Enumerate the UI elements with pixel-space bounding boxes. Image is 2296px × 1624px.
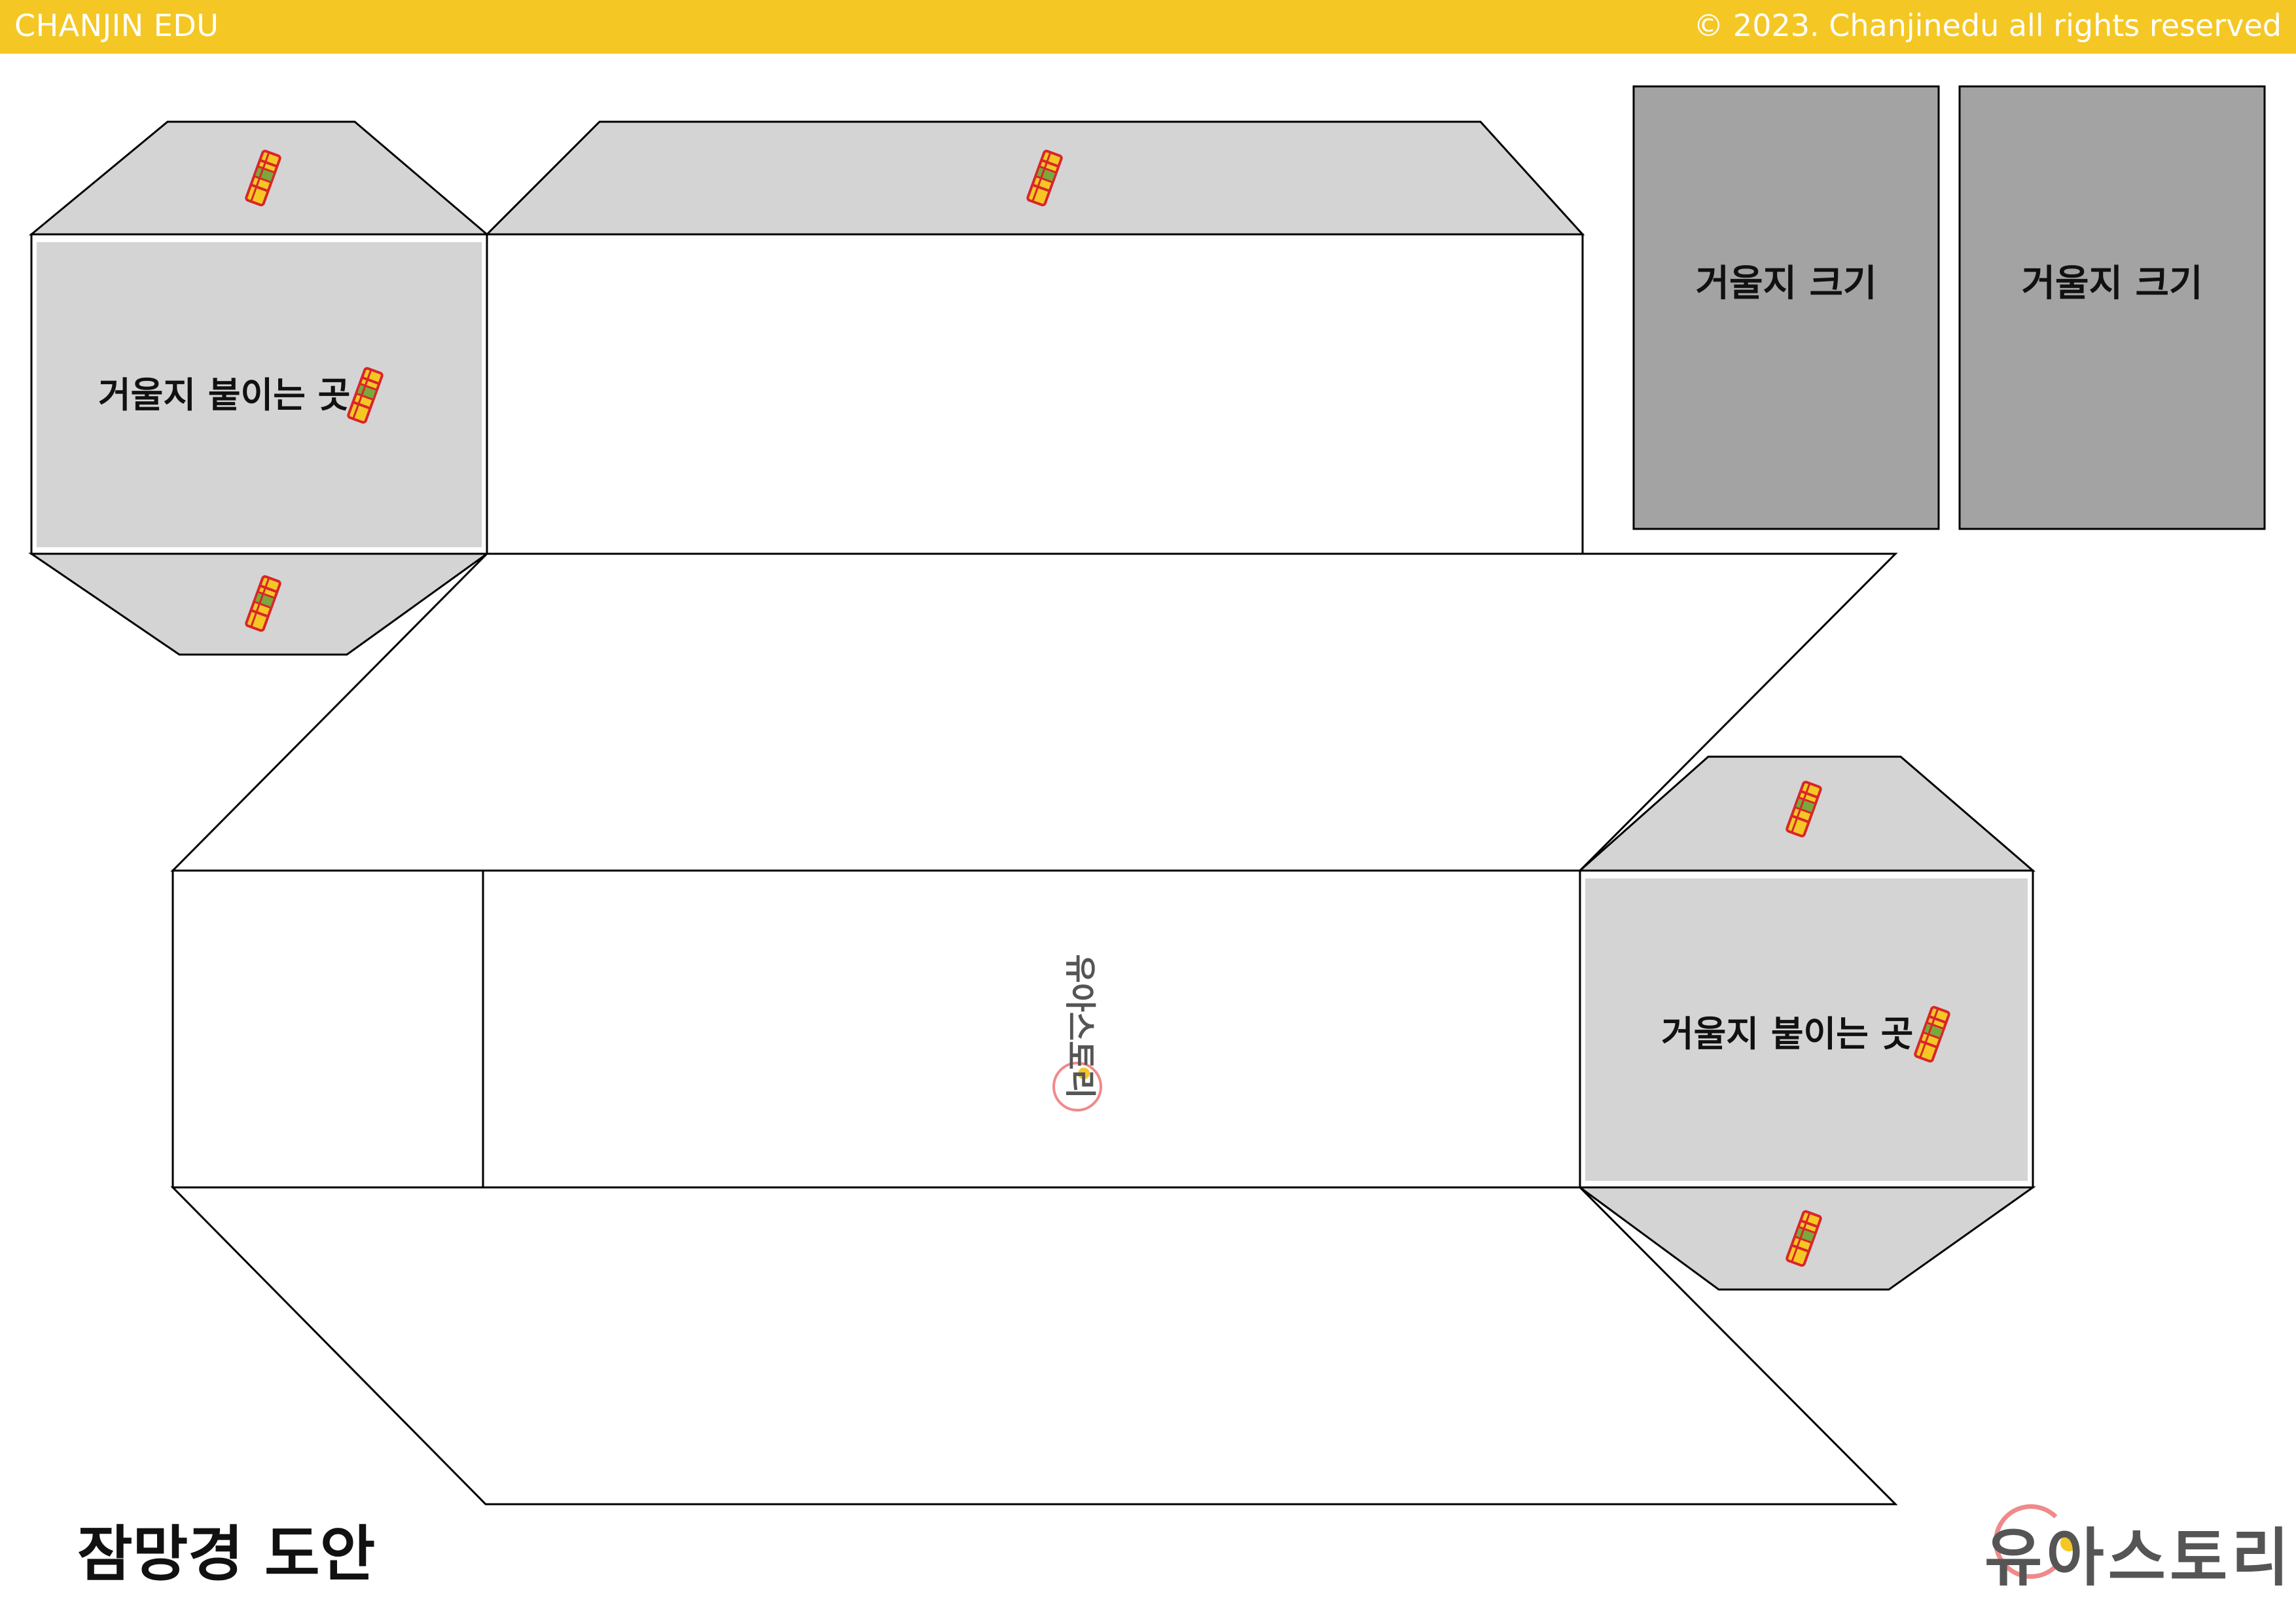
mirror-area-label-1: 거울지 붙이는 곳 <box>98 374 350 416</box>
logo-dot-icon <box>2060 1534 2077 1551</box>
mirror-size-card-1 <box>1632 85 1940 530</box>
mirror-size-label-1: 거울지 크기 <box>1695 262 1876 305</box>
brand-logo: 유아스토리 <box>1984 1499 2289 1595</box>
top-left-mirror-area <box>37 242 482 547</box>
page-title: 잠망경 도안 <box>77 1519 376 1589</box>
mirror-size-card-2 <box>1958 85 2266 530</box>
center-watermark-text: 유아스토리 <box>1062 954 1098 1099</box>
header-bar: CHANJIN EDU © 2023. Chanjinedu all right… <box>0 0 2296 54</box>
logo-text: 유아스토리 <box>1984 1521 2293 1595</box>
logo-ring-icon <box>1994 1504 2068 1579</box>
brand-name: CHANJIN EDU <box>14 8 219 43</box>
mirror-size-label-2: 거울지 크기 <box>2021 262 2202 305</box>
bottom-right-mirror-area <box>1585 878 2028 1181</box>
body-panel-3 <box>171 869 1581 1189</box>
body-panel-1 <box>486 233 1584 555</box>
mirror-area-label-2: 거울지 붙이는 곳 <box>1661 1013 1913 1055</box>
copyright-notice: © 2023. Chanjinedu all rights reserved <box>1693 8 2282 43</box>
center-watermark: 유아스토리 <box>1052 954 1102 1111</box>
body-panel-4 <box>170 1186 1898 1506</box>
fold-lines <box>31 233 2033 1189</box>
